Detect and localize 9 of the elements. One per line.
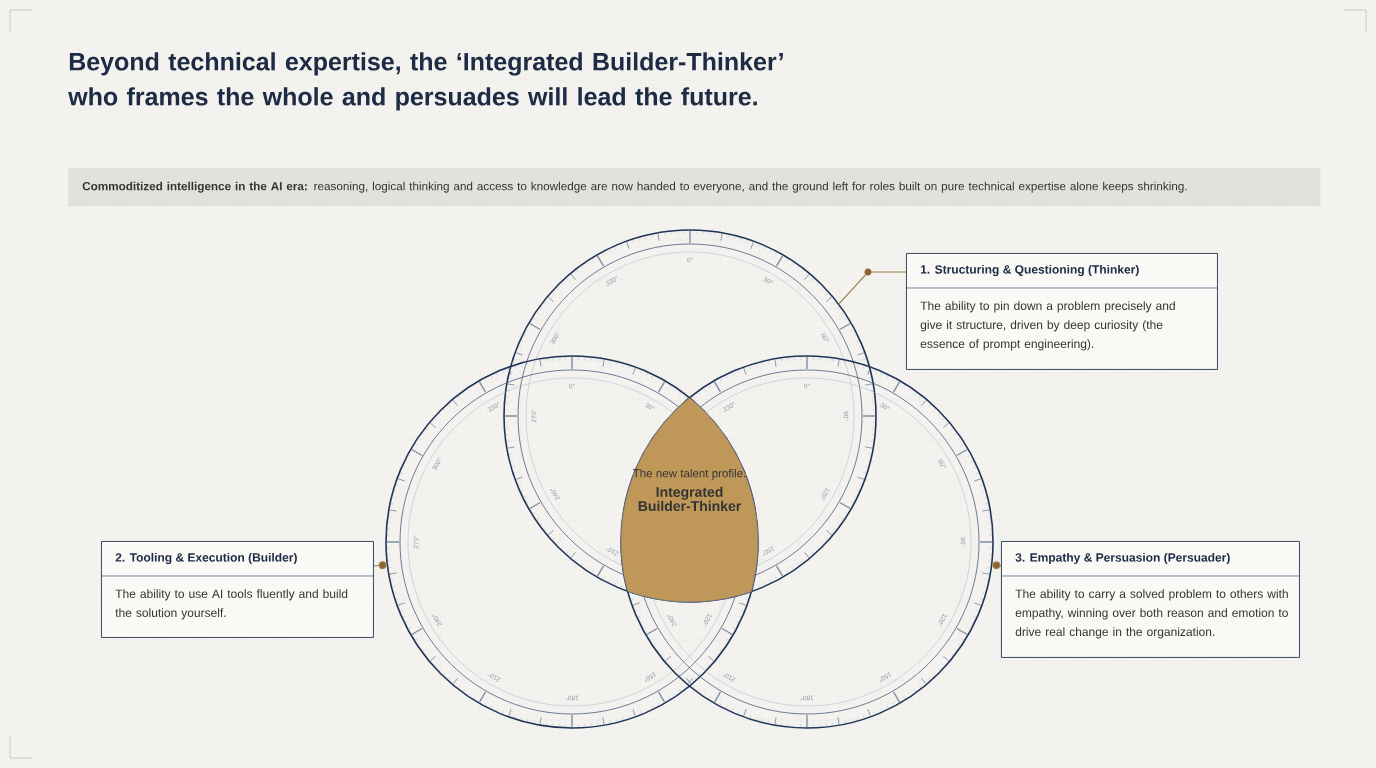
- protractor-dial: [503, 229, 877, 603]
- info-card: 2. Tooling & Execution (Builder) The ability to use AI tools fluently and build the solution yourself.: [100, 541, 374, 638]
- leader-line: [838, 268, 907, 305]
- banner: Commoditized intelligence in the AI era: reasoning, logical thinking and access to knowledge are now handed to everyone, and the ground left for roles built on pure technical expertise alone keeps shrinking.: [68, 168, 1321, 207]
- title: Beyond technical expertise, the ‘Integrated Builder-Thinker’ who frames the whole and persuades will lead the future.: [68, 52, 783, 111]
- leader-line: [992, 561, 1001, 570]
- info-card: 1. Structuring & Questioning (Thinker) The ability to pin down a problem precisely and give it structure, driven by deep curiosity (the essence of prompt engineering).: [905, 253, 1218, 370]
- info-card: 3. Empathy & Persuasion (Persuader) The ability to carry a solved problem to others with empathy, winning over both reason and emotion to drive real change in the organization.: [1000, 541, 1300, 658]
- leader-line: [378, 561, 387, 570]
